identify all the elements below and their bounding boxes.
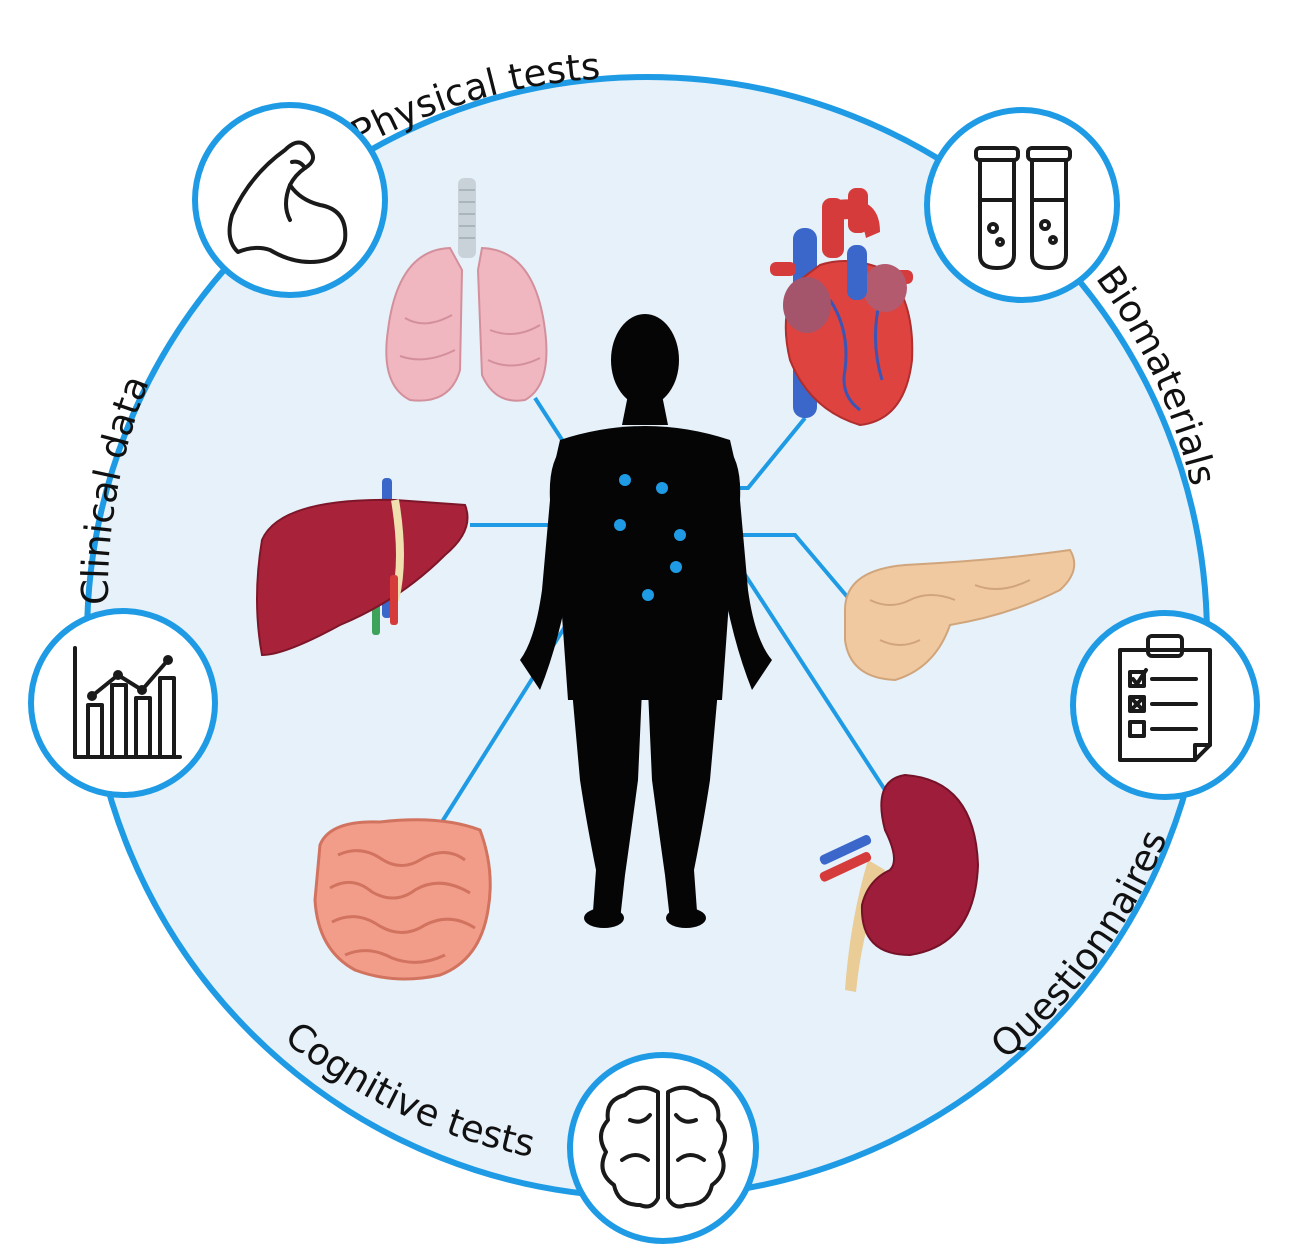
clinical-data-node [28,608,218,798]
lungs-organ [385,178,548,402]
flexed-arm-icon [227,140,348,264]
checklist-clipboard-icon [1118,634,1212,762]
heart-organ [770,188,914,427]
human-silhouette [520,314,772,928]
questionnaires-node [1070,610,1260,800]
biomaterials-node [924,107,1120,303]
kidney-organ [819,773,980,992]
physical-tests-node [192,102,388,298]
bar-chart-icon [73,646,182,759]
cognitive-tests-node [567,1052,759,1244]
pancreas-organ [844,548,1076,682]
junction-dots [614,474,686,601]
intestines-organ [313,818,492,981]
brain-icon [599,1085,727,1209]
liver-organ [256,478,469,657]
test-tubes-icon [974,146,1072,270]
